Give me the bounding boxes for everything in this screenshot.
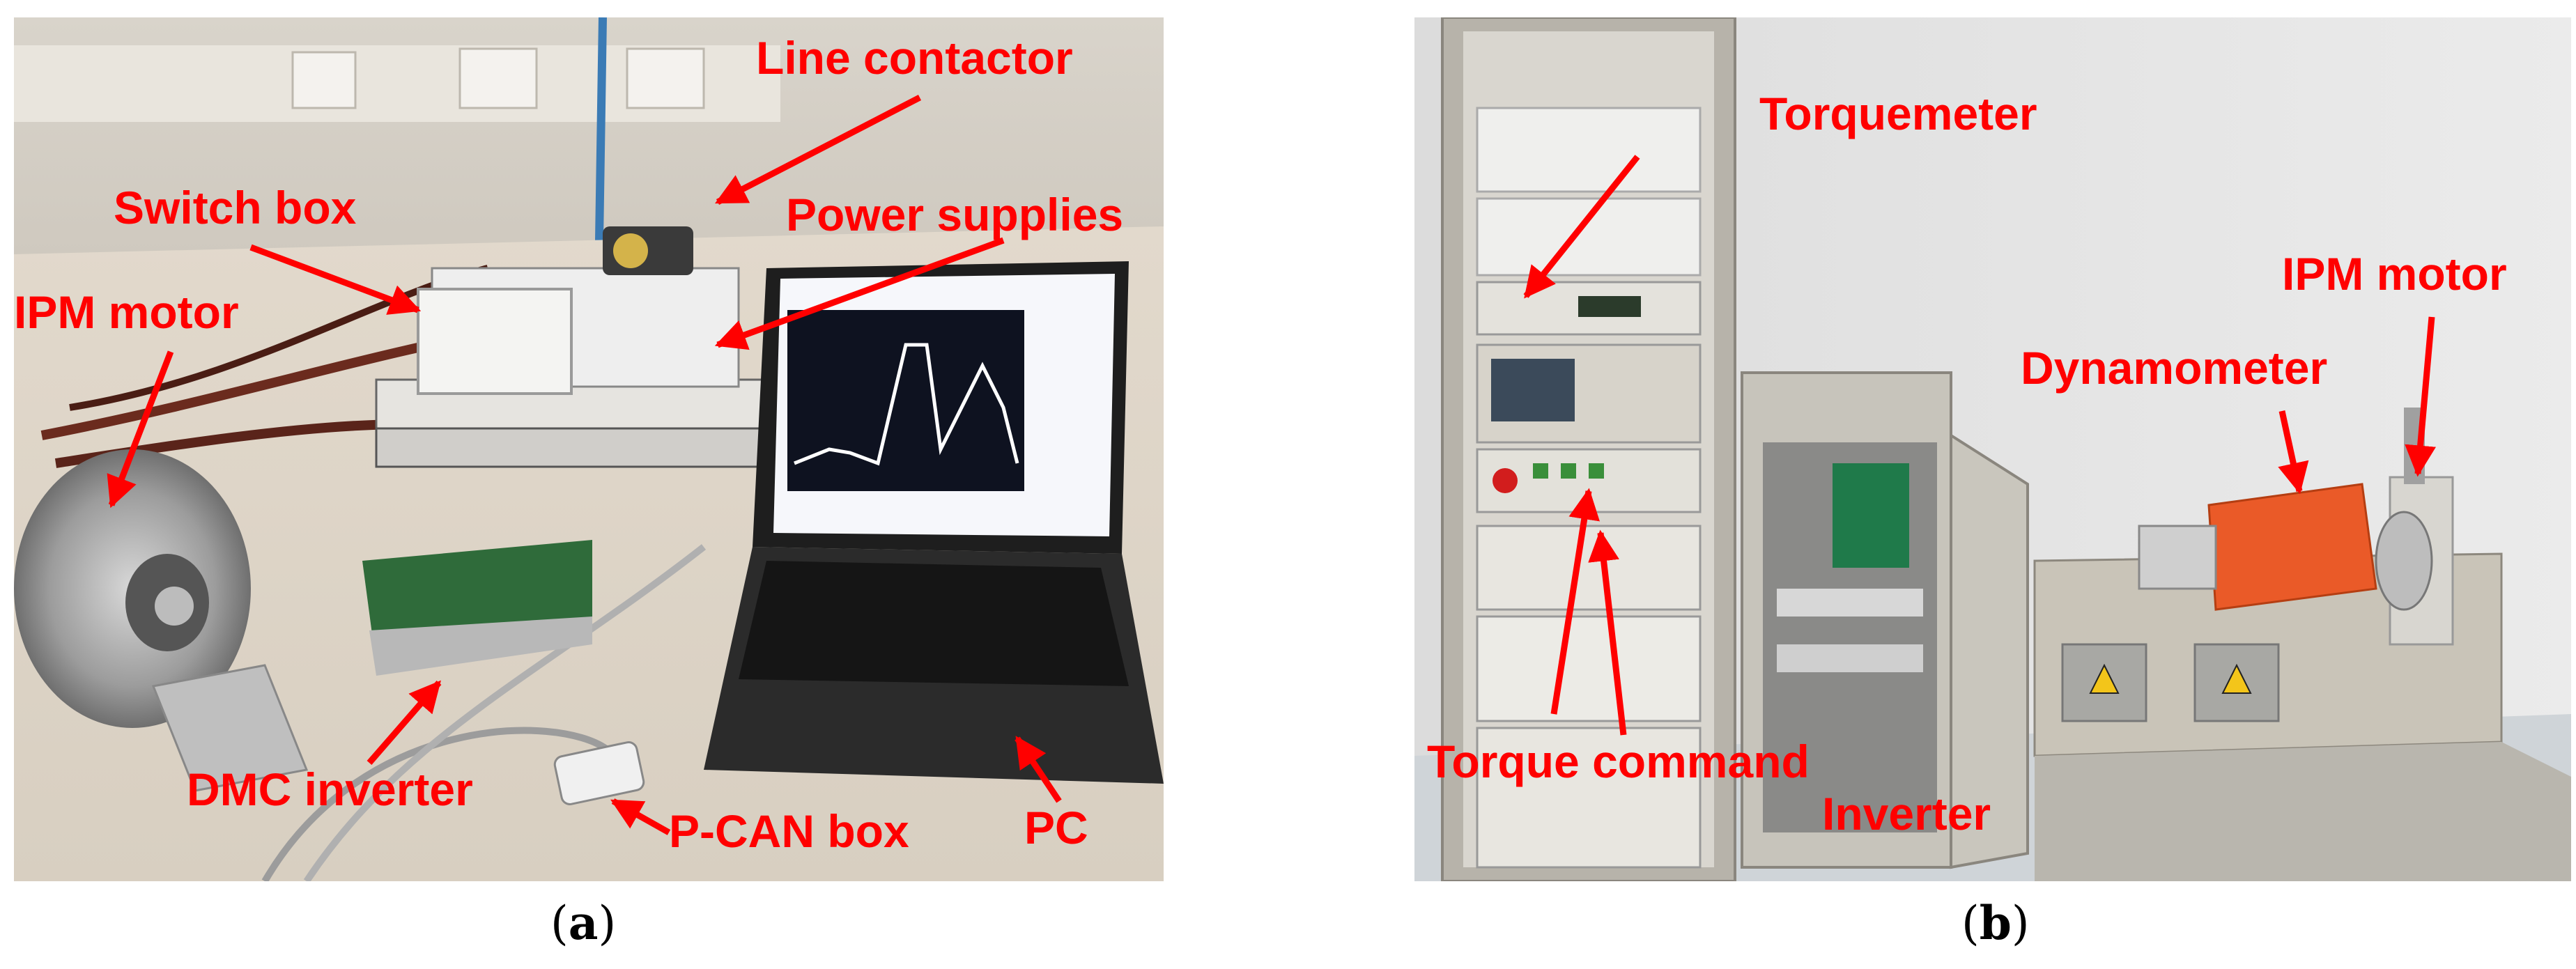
photo-panel-b: Torquemeter IPM motor Dynamometer Torque… <box>1414 17 2571 881</box>
arrow-inverter <box>1588 529 1627 736</box>
label-inverter: Inverter <box>1822 788 1991 839</box>
test-bench-photo <box>1414 17 2571 881</box>
callout-arrows-b <box>1523 155 2436 736</box>
label-pc: PC <box>1024 802 1088 853</box>
label-torque-command: Torque command <box>1427 736 1810 787</box>
label-torquemeter: Torquemeter <box>1759 88 2037 139</box>
label-dynamometer: Dynamometer <box>2021 342 2328 394</box>
label-ipm-motor-b: IPM motor <box>2282 248 2507 300</box>
arrow-dmc-inverter <box>367 680 442 765</box>
arrow-torque-command <box>1550 488 1600 715</box>
arrow-ipm-motor-b <box>2405 316 2436 477</box>
photo-panel-a: Line contactor Switch box Power supplies… <box>14 17 1164 881</box>
caption-b: (b) <box>1961 896 2030 950</box>
label-dmc-inverter: DMC inverter <box>187 763 473 815</box>
arrow-pcan-box <box>610 798 671 835</box>
label-switch-box: Switch box <box>114 182 357 233</box>
arrow-ipm-motor-a <box>107 350 174 509</box>
arrow-dynamometer <box>2278 410 2309 495</box>
arrow-power-supplies <box>714 237 1005 350</box>
label-line-contactor: Line contactor <box>756 32 1073 84</box>
callout-arrows-a <box>107 95 1062 835</box>
arrow-pc <box>1015 736 1062 803</box>
caption-letter-b: b <box>1979 896 2012 950</box>
caption-letter-a: a <box>568 896 599 950</box>
arrow-line-contactor <box>715 95 922 205</box>
arrow-torquemeter <box>1523 155 1640 299</box>
arrow-switch-box <box>249 244 422 315</box>
label-power-supplies: Power supplies <box>786 189 1124 240</box>
caption-a: (a) <box>550 896 617 950</box>
label-ipm-motor-a: IPM motor <box>14 286 239 338</box>
label-pcan-box: P-CAN box <box>669 805 909 857</box>
